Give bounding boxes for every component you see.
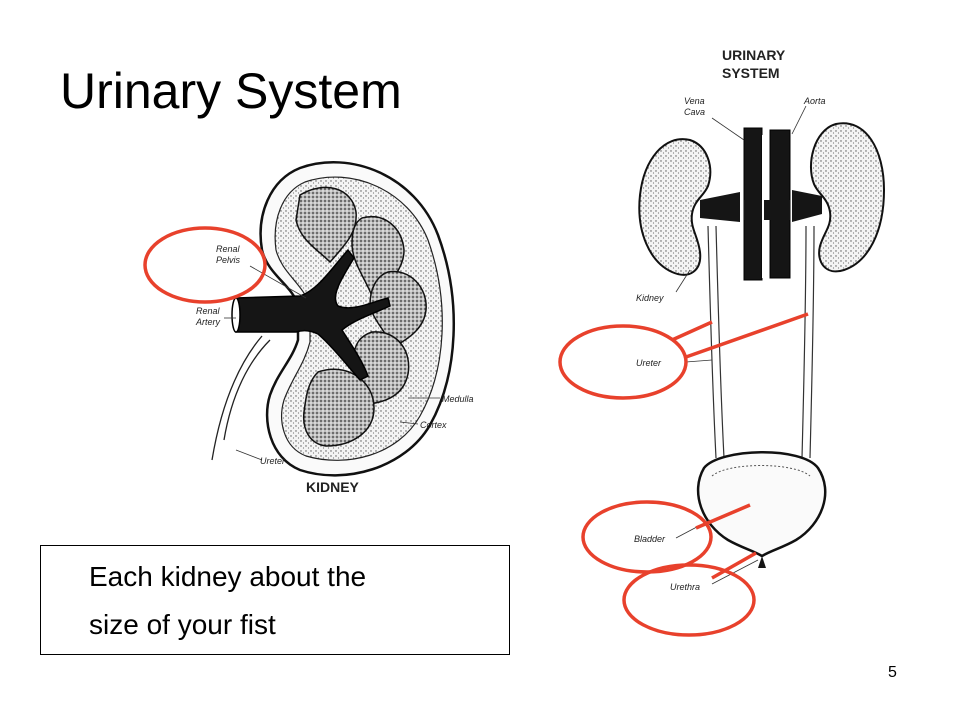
left-kidney-shape (638, 138, 712, 276)
highlight-line-ureter-left (671, 320, 713, 342)
system-title-line-2: SYSTEM (722, 65, 780, 81)
kidney-diagram-title: KIDNEY (306, 479, 360, 495)
kidney-pyramids (295, 186, 427, 447)
label-cava: Cava (684, 107, 705, 117)
caption-line-2: size of your fist (89, 609, 276, 640)
label-aorta: Aorta (803, 96, 826, 106)
left-ureter-line (707, 225, 725, 459)
caption-box: Each kidney about the size of your fist (40, 545, 510, 655)
slide-title: Urinary System (60, 63, 402, 119)
bladder-shape (696, 451, 827, 558)
highlight-circle-urethra (622, 563, 756, 637)
page-number: 5 (888, 664, 897, 681)
label-vena: Vena (684, 96, 705, 106)
highlight-circle-renal-pelvis (143, 226, 267, 304)
kidney-cross-section: Renal Pelvis Renal Artery Medulla Cortex… (195, 161, 474, 495)
caption-line-1: Each kidney about the (89, 561, 367, 592)
urinary-system-diagram: URINARY SYSTEM Vena Cava (634, 47, 886, 592)
label-kidney-ureter: Ureter (260, 456, 286, 466)
kidney-ureter-line (211, 335, 271, 461)
label-cortex: Cortex (420, 420, 447, 430)
label-medulla: Medulla (442, 394, 474, 404)
label-urethra: Urethra (670, 582, 700, 592)
label-renal-artery-1: Renal (196, 306, 221, 316)
highlight-circle-ureter (558, 324, 688, 400)
highlight-line-ureter-right (685, 312, 809, 359)
label-system-ureter: Ureter (636, 358, 662, 368)
highlight-line-bladder (695, 503, 751, 530)
label-renal-artery-2: Artery (195, 317, 221, 327)
highlight-annotations (143, 226, 809, 637)
renal-pelvis-shape (235, 248, 391, 381)
label-renal: Renal (216, 244, 241, 254)
label-pelvis: Pelvis (216, 255, 241, 265)
label-kidney: Kidney (636, 293, 664, 303)
right-kidney-shape (810, 122, 886, 273)
system-title-line-1: URINARY (722, 47, 786, 63)
right-ureter-line (801, 225, 815, 459)
highlight-line-urethra (711, 551, 757, 580)
label-bladder: Bladder (634, 534, 666, 544)
